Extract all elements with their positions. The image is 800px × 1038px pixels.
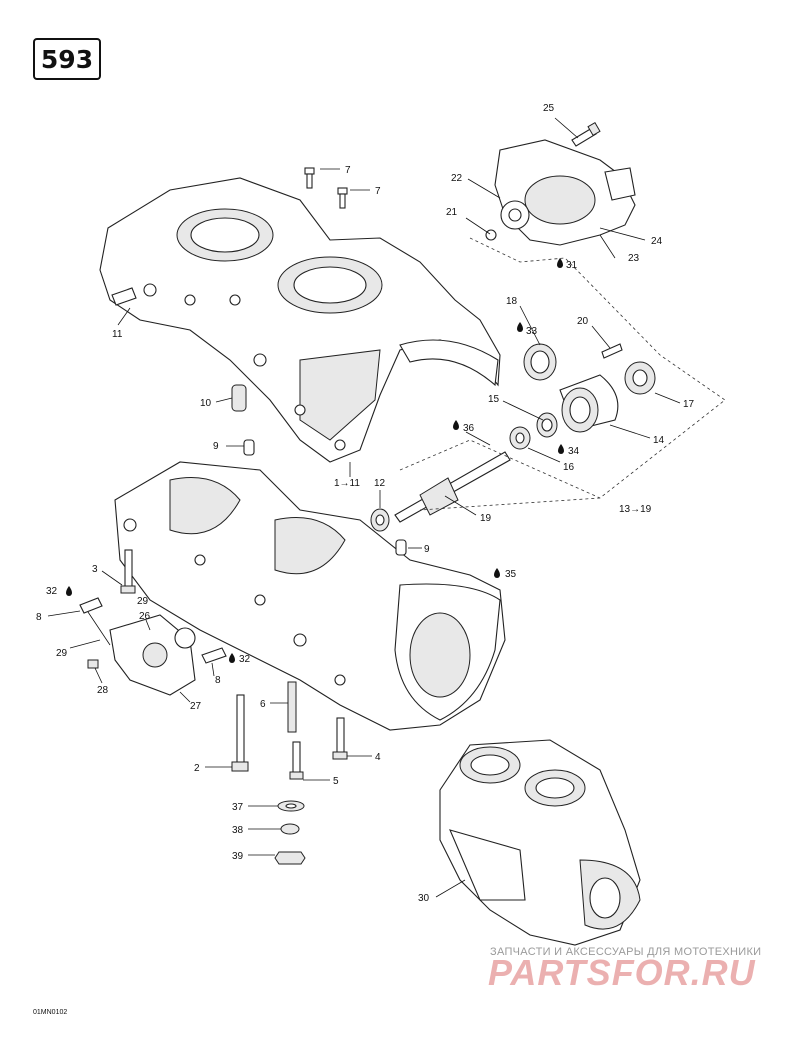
drop-icon <box>517 322 523 332</box>
pin-9b <box>395 539 407 556</box>
callout-22: 22 <box>451 173 463 184</box>
callout-19: 19 <box>480 513 492 524</box>
lockwasher-38 <box>280 823 300 835</box>
upper-crankcase <box>99 177 501 463</box>
callout-1: 1→11 <box>334 478 360 489</box>
pin-9a <box>243 439 255 456</box>
bolt-4 <box>332 717 348 760</box>
callout-31: 31 <box>566 260 578 271</box>
bolt-25 <box>571 121 601 147</box>
fitting-29 <box>79 597 111 646</box>
callout-30: 30 <box>418 893 430 904</box>
oil-pump-27 <box>109 614 196 696</box>
callout-32b: 32 <box>239 654 251 665</box>
callout-20: 20 <box>577 316 589 327</box>
bolt-5 <box>289 741 304 780</box>
callout-11: 11 <box>112 329 123 340</box>
shaft-19 <box>394 451 511 523</box>
callout-13: 13→19 <box>619 504 652 515</box>
callout-36: 36 <box>463 423 475 434</box>
callout-33: 33 <box>526 326 538 337</box>
callout-5: 5 <box>333 776 339 787</box>
lower-crankcase <box>114 461 506 731</box>
bolt-20 <box>601 343 623 359</box>
drop-icon <box>453 420 459 430</box>
callout-29a: 29 <box>137 596 149 607</box>
stud-6 <box>287 681 297 733</box>
bolt-2 <box>231 694 249 772</box>
water-pump-housing <box>485 139 636 246</box>
watermark-brand: PARTSFOR.RU <box>488 952 756 993</box>
callout-29b: 29 <box>56 648 68 659</box>
seal-17 <box>624 361 656 395</box>
callout-17: 17 <box>683 399 695 410</box>
callout-28: 28 <box>97 685 109 696</box>
callout-38: 38 <box>232 825 244 836</box>
fitting-8b <box>201 647 227 664</box>
callout-12: 12 <box>374 478 386 489</box>
engine-assembly-30 <box>439 739 641 946</box>
screw-7b <box>337 187 348 209</box>
bearing-16 <box>509 426 531 450</box>
drop-icon <box>494 568 500 578</box>
callout-10: 10 <box>200 398 212 409</box>
callout-labels: 7 7 25 22 21 24 23 31 11 10 9 1→11 18 33… <box>36 103 695 904</box>
housing-14 <box>559 374 619 433</box>
drop-icon <box>557 258 563 268</box>
callout-18: 18 <box>506 296 518 307</box>
callout-35: 35 <box>505 569 517 580</box>
callout-3: 3 <box>92 564 98 575</box>
plug-10 <box>231 384 247 412</box>
callout-6: 6 <box>260 699 266 710</box>
callout-15: 15 <box>488 394 500 405</box>
callout-23: 23 <box>628 253 640 264</box>
callout-32a: 32 <box>46 586 58 597</box>
leader-lines <box>47 117 681 898</box>
callout-8b: 8 <box>215 675 221 686</box>
callout-39: 39 <box>232 851 244 862</box>
stud-3 <box>120 549 136 594</box>
callout-25: 25 <box>543 103 555 114</box>
callout-8a: 8 <box>36 612 42 623</box>
callout-21: 21 <box>446 207 458 218</box>
diagram-id-text: 01MN0102 <box>33 1009 68 1016</box>
seal-18 <box>523 343 557 381</box>
washer-37 <box>277 800 305 812</box>
callout-16: 16 <box>563 462 575 473</box>
nut-39 <box>274 851 306 865</box>
callout-24: 24 <box>651 236 663 247</box>
watermark-subtitle: ЗАПЧАСТИ И АКСЕССУАРЫ ДЛЯ МОТОТЕХНИКИ <box>490 946 762 958</box>
callout-27: 27 <box>190 701 202 712</box>
lubricant-drop-icons <box>66 258 564 663</box>
callout-34: 34 <box>568 446 580 457</box>
bolt-28 <box>87 659 99 669</box>
screw-7a <box>304 167 315 189</box>
callout-14: 14 <box>653 435 665 446</box>
page-number-box: 593 <box>33 38 101 80</box>
callout-2: 2 <box>194 763 200 774</box>
callout-9b: 9 <box>424 544 430 555</box>
group-outline-shaft <box>399 439 601 499</box>
callout-7a: 7 <box>345 165 351 176</box>
fitting-11 <box>111 287 137 306</box>
callout-37: 37 <box>232 802 244 813</box>
callout-26: 26 <box>139 611 151 622</box>
callout-9a: 9 <box>213 441 219 452</box>
drop-icon <box>558 444 564 454</box>
page-number: 593 <box>40 44 94 74</box>
bearing-15 <box>536 412 558 438</box>
drop-icon <box>66 586 72 596</box>
callout-4: 4 <box>375 752 381 763</box>
drop-icon <box>229 653 235 663</box>
seal-12 <box>370 508 390 532</box>
callout-7b: 7 <box>375 186 381 197</box>
